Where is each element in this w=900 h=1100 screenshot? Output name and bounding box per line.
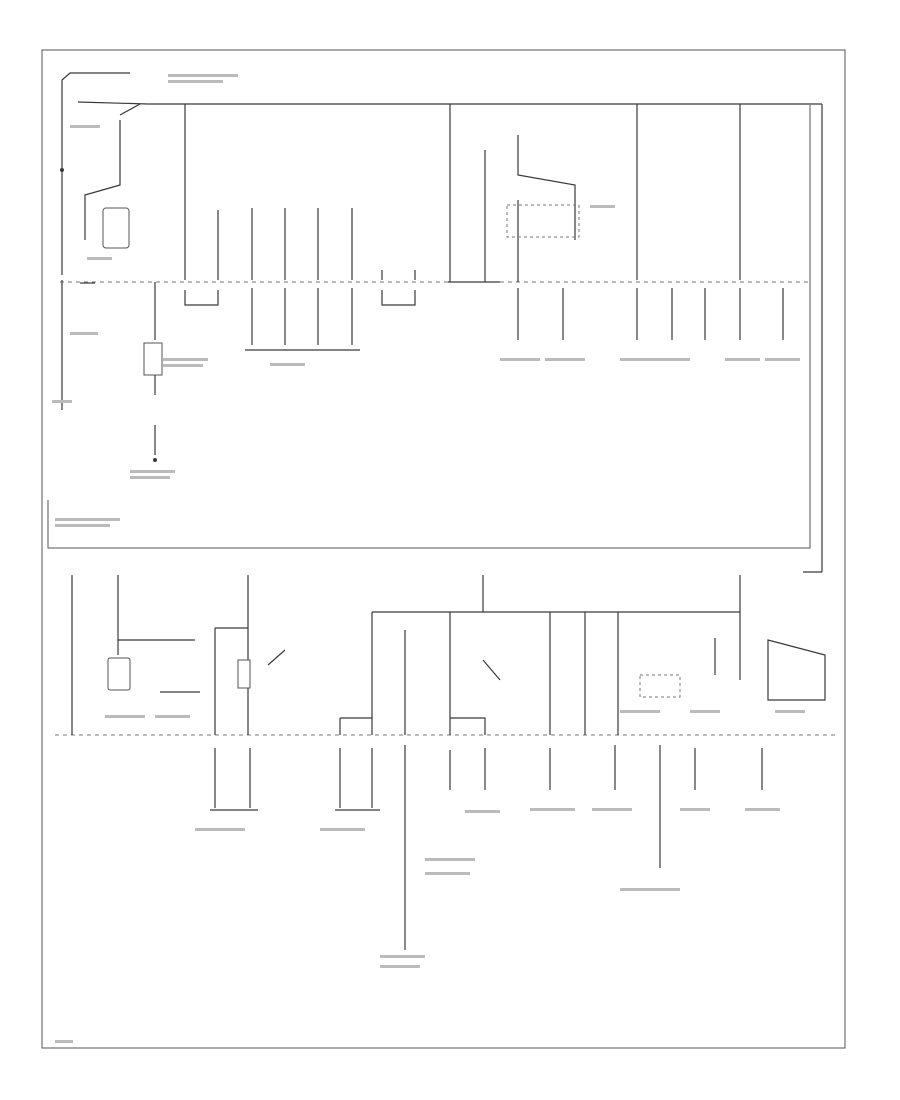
diagram-frame [41,49,846,1049]
upper-dashed-box [47,105,811,549]
battery-feed-group [60,72,163,462]
label-marks [52,74,805,1043]
lower-section [55,575,835,950]
upper-fuse-drops [184,104,784,351]
